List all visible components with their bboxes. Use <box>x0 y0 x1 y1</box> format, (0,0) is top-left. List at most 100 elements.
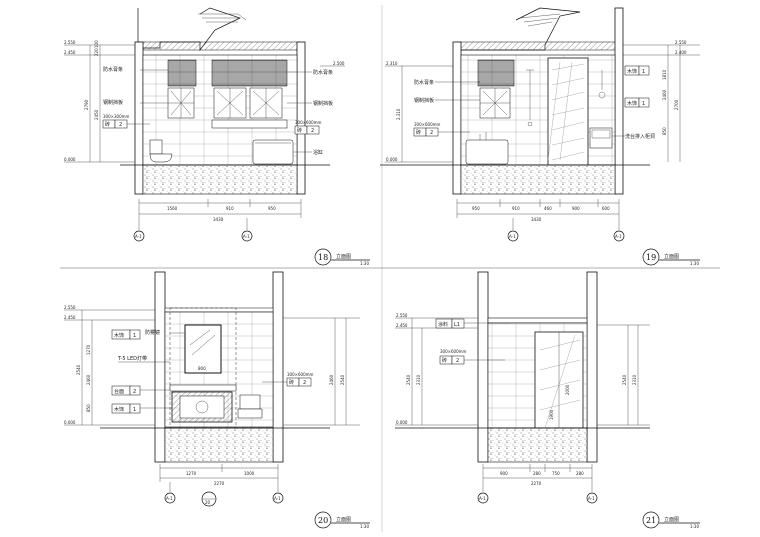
title-number: 18 <box>318 253 328 262</box>
floor-slab <box>460 164 616 195</box>
shower-icon <box>526 69 534 127</box>
dim-text: 2540 <box>76 364 81 375</box>
mirror <box>184 324 222 374</box>
axis-label: A-1 <box>135 234 142 239</box>
ceiling <box>164 307 274 313</box>
dim-text: 2270 <box>214 481 225 486</box>
callout-text: 300×300mm <box>103 114 130 119</box>
led-strip-outline <box>169 307 237 429</box>
tag-text: 涂料 <box>438 321 448 328</box>
mirror-label: 800 <box>198 366 206 371</box>
tag-text: 2 <box>456 358 459 364</box>
dim-text: 850 <box>662 127 667 135</box>
dim-text: 2540 <box>340 374 345 385</box>
level-markers: 2.550 2.450 0.000 2.500 <box>64 40 345 163</box>
dim-text: 950 <box>268 206 276 211</box>
title-block: 20 立面图 1:30 <box>314 511 370 529</box>
callout-text: 钢制挡板 <box>313 100 333 107</box>
tag-text: 2 <box>303 380 306 386</box>
toilet-icon <box>149 139 173 163</box>
axis-label: A-1 <box>166 496 173 501</box>
title-scale: 1:30 <box>360 261 369 266</box>
axis-label: A-1 <box>479 496 486 501</box>
tag-text: 2 <box>430 130 433 136</box>
tag-text: 砖 <box>297 127 302 134</box>
dim-text: 2270 <box>531 481 542 486</box>
dim-text: 3430 <box>213 217 224 222</box>
right-wall <box>586 271 598 463</box>
dim-text: 2790 <box>84 99 89 110</box>
dim-text: 2310 <box>632 374 637 385</box>
callouts-left: 防水膏条 钢制挡板 300×600mm 砖 2 <box>413 79 480 137</box>
callout-text: 防水膏条 <box>103 66 123 73</box>
level-text: 2.450 <box>64 315 76 320</box>
title-text: 立面图 <box>336 253 351 260</box>
dim-text: 950 <box>472 206 480 211</box>
callouts-left: 防水膏条 钢制挡板 300×300mm 砖 2 <box>102 66 168 129</box>
vanity-icon <box>589 70 613 149</box>
level-text: 0.000 <box>64 420 76 425</box>
bottom-dimensions: 1270 1000 2270 A-1 A-1 20 <box>159 464 284 507</box>
title-text: 立面图 <box>336 516 351 523</box>
callout-text: 钢制挡板 <box>103 99 123 106</box>
title-block: 18 立面图 1:30 <box>314 248 370 266</box>
window-left-lattice <box>168 88 194 118</box>
tag-text: 1 <box>642 101 645 107</box>
vertical-dimensions: 2540 2460 1270 850 2460 2540 <box>76 310 347 425</box>
level-text: 2.310 <box>386 61 398 66</box>
dim-text: 1560 <box>167 206 178 211</box>
level-text: 2.550 <box>64 305 76 310</box>
axis-label: A-1 <box>243 234 250 239</box>
panel-20: 800 2.550 2.450 0.000 2540 2460 1270 850 <box>64 271 370 529</box>
tag-text: L1 <box>454 322 460 328</box>
dim-text: 1900 <box>549 409 554 420</box>
dim-text: 910 <box>512 206 520 211</box>
level-text: 2.550 <box>396 313 408 318</box>
callout-text: 300×600mm <box>440 349 467 354</box>
callouts-left: 木饰 1 防雾镜 T-5 LED灯带 台面 2 木饰 1 <box>111 329 185 414</box>
title-number: 20 <box>318 516 328 525</box>
tag-text: 台面 <box>114 388 124 395</box>
level-text: 0.000 <box>386 157 398 162</box>
dim-text: 1270 <box>186 471 197 476</box>
dim-text: 2.310 <box>396 108 401 120</box>
window-lattice <box>480 88 510 118</box>
level-text: 2.450 <box>396 323 408 328</box>
callouts-right: 300×600mm 砖 2 <box>262 372 314 387</box>
level-text: 2.450 <box>64 50 76 55</box>
axis-label: A-1 <box>615 234 622 239</box>
roof-tiles <box>198 13 247 23</box>
title-text: 立面图 <box>664 516 679 523</box>
tag-text: 2 <box>119 122 122 128</box>
dim-text: 2000 <box>565 384 570 395</box>
tag-text: 1 <box>133 333 136 339</box>
bathtub-icon <box>252 139 294 165</box>
roof-slab <box>455 41 619 51</box>
left-wall <box>477 271 489 463</box>
callout-text: 防水膏条 <box>414 79 434 86</box>
callouts-left: 涂料 L1 300×600mm 砖 2 <box>435 318 510 365</box>
level-markers: 2.550 2.450 0.000 <box>64 305 360 426</box>
dim-text: 3430 <box>531 217 542 222</box>
title-block: 19 立面图 1:30 <box>642 248 700 266</box>
tag-text: 砖 <box>442 357 447 364</box>
vertical-dimensions: 2790 2450 220 100 <box>84 40 101 162</box>
tag-text: 砖 <box>105 121 110 128</box>
window-shutter <box>477 59 515 87</box>
vertical-dimensions: 2540 2310 2540 2310 2000 1900 <box>406 318 639 425</box>
callout-text: T-5 LED灯带 <box>117 355 147 362</box>
window-shutter-left <box>167 59 197 87</box>
glass-pattern <box>547 61 585 161</box>
tag-text: 木饰 <box>114 332 124 339</box>
level-text: 0.000 <box>396 420 408 425</box>
bathtub-icon <box>465 132 509 165</box>
toilet-icon <box>237 394 263 419</box>
window-right-b-lattice <box>252 88 280 118</box>
callout-text: 浴缸 <box>313 149 323 156</box>
floor-slab <box>164 427 274 463</box>
panel-18: 2.550 2.450 0.000 2.500 2790 2450 220 10… <box>64 7 370 266</box>
dim-text: 2460 <box>329 374 334 385</box>
bottom-dimensions: 900 280 750 280 2270 A-1 A-1 <box>477 464 598 504</box>
level-text: 2.550 <box>64 40 76 45</box>
dim-text: 220 <box>94 48 99 56</box>
